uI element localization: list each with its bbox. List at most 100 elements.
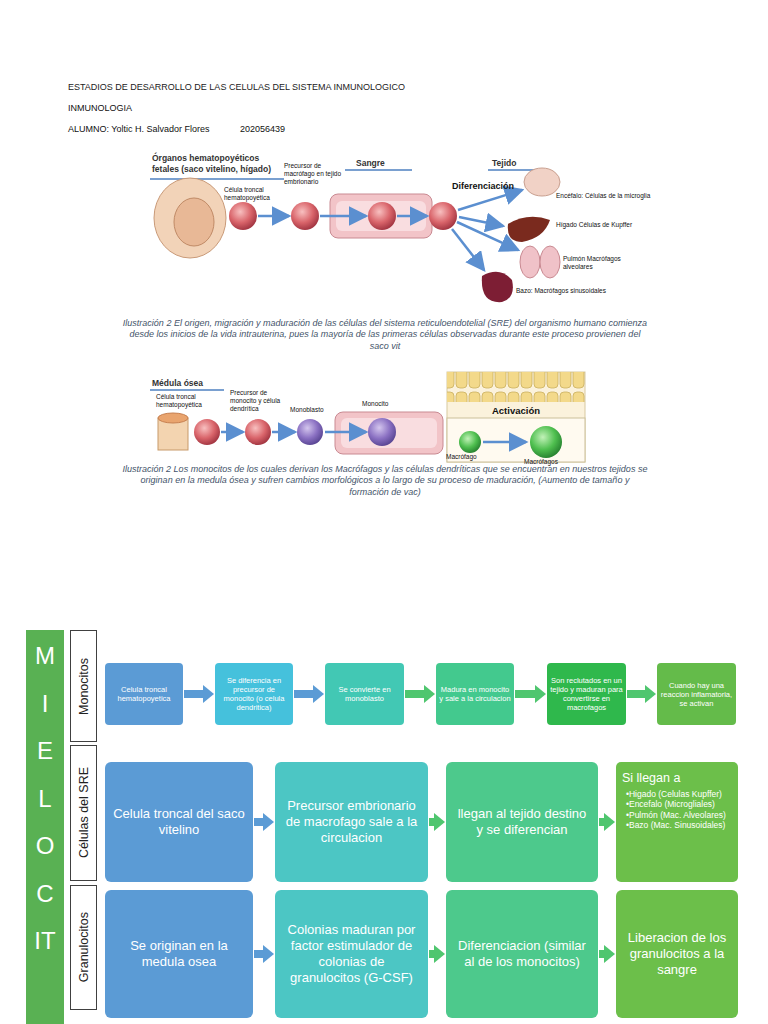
header-rule (150, 389, 224, 391)
brain (524, 168, 560, 196)
process-box: Se convierte en monoblasto (325, 663, 404, 725)
header-rule (345, 169, 412, 171)
liver (508, 217, 550, 242)
process-box: Celula troncal del saco vitelino (105, 762, 253, 882)
spleen (482, 272, 513, 302)
page-title: ESTADIOS DE DESARROLLO DE LAS CELULAS DE… (68, 82, 588, 93)
circulating-cell (368, 202, 396, 230)
block-arrow (294, 690, 313, 698)
text-label: Ilustración 2 Los monocitos de los cuale… (120, 464, 650, 498)
text-label: Encéfalo: Células de la microglia (556, 192, 651, 200)
node-text: Colonias maduran por factor estimulador … (283, 922, 420, 985)
flow-arrow (458, 190, 522, 210)
monocyte-cell (368, 418, 396, 446)
block-arrow (254, 818, 263, 826)
text-label: Hígado Células de Kupffer (556, 221, 636, 229)
process-box: Madura en monocito y sale a la circulaci… (436, 663, 514, 725)
stem-cell (229, 202, 257, 230)
block-arrow (405, 690, 424, 698)
process-box: Celula troncal hematopoyetica (105, 663, 183, 725)
text-label: Macrófago (446, 453, 496, 461)
block-arrow (599, 818, 604, 826)
bone-marrow (158, 413, 188, 423)
text-label: Órganos hematopoyéticos fetales (saco vi… (152, 153, 287, 174)
text-label: ALUMNO: Yoltic H. Salvador Flores (68, 124, 268, 135)
embryo-body (174, 198, 214, 246)
header-rule (150, 178, 284, 180)
flow-arrow (320, 215, 366, 218)
block-arrow (429, 818, 434, 826)
process-box: Se originan en la medula osea (105, 890, 253, 1018)
node-text: Diferenciacion (similar al de los monoci… (454, 938, 590, 970)
node-text: Se diferencia en precursor de monocito (… (218, 676, 290, 712)
text-label: Célula troncal hematopoyética (156, 393, 218, 409)
flow-arrow (272, 431, 295, 434)
flow-arrow (258, 215, 289, 218)
row-label-box: Monocitos (70, 630, 97, 742)
stem-cell (194, 419, 220, 445)
process-box: Cuando hay una reaccion inflamatoria, se… (657, 663, 736, 725)
text-label: Monoblasto (290, 406, 342, 414)
node-text: Celula troncal del saco vitelino (113, 806, 245, 838)
text-label: Bazo: Macrófagos sinusoidales (516, 287, 621, 295)
text-label: Ilustración 2 El origen, migración y mad… (120, 318, 650, 352)
text-label: Médula ósea (152, 378, 227, 389)
flow-arrow (483, 441, 526, 444)
precursor-cell (245, 419, 271, 445)
node-text: Monocitos (77, 658, 91, 715)
text-label: Sangre (356, 158, 412, 169)
text-label: Célula troncal hematopoyética (224, 186, 292, 202)
text-label: Diferenciación (452, 181, 542, 192)
tissue-cell (429, 202, 457, 230)
process-box: Diferenciacion (similar al de los monoci… (446, 890, 598, 1018)
lung (540, 246, 560, 278)
node-text: Celula troncal hematopoyetica (108, 685, 180, 703)
tissue-inner (447, 418, 585, 462)
block-arrow (184, 690, 203, 698)
process-box: Liberacion de los granulocitos a la sang… (616, 890, 738, 1018)
node-text: •Bazo (Mac. Sinusoidales) (622, 820, 732, 830)
node-text: Se convierte en monoblasto (328, 685, 401, 703)
node-text: Madura en monocito y sale a la circulaci… (439, 685, 511, 703)
activated-macrophage-cell (530, 426, 562, 458)
row-label-box: Granulocitos (70, 885, 97, 1010)
text-label: Activación (466, 405, 566, 417)
node-text: MIELOCIT (34, 632, 56, 965)
precursor-cell (291, 202, 319, 230)
node-text: Cuando hay una reaccion inflamatoria, se… (660, 681, 733, 708)
process-box: Si llegan a •Higado (Celulas Kupffer)•Enc… (616, 762, 738, 882)
lung (520, 246, 540, 278)
macrophage-cell (459, 431, 481, 453)
block-arrow (515, 690, 535, 698)
node-text: Se originan en la medula osea (113, 938, 245, 970)
text-label: Precursor de monocito y célula dendrític… (230, 389, 294, 413)
flow-arrow (325, 431, 366, 434)
node-text: Células del SRE (77, 767, 91, 858)
vertical-band: MIELOCIT (26, 630, 64, 1024)
node-text: •Encefalo (Microgliales) (622, 799, 732, 809)
node-text: Son reclutados en un tejido y maduran pa… (550, 676, 623, 712)
text-label: Monocito (362, 400, 412, 408)
node-text: Granulocitos (77, 912, 91, 982)
process-box: Colonias maduran por factor estimulador … (275, 890, 428, 1018)
block-arrow (599, 950, 604, 958)
process-box: Precursor embrionario de macrofago sale … (275, 762, 428, 882)
text-label: Pulmón Macrófagos alveolares (563, 255, 635, 271)
flow-arrow (221, 431, 243, 434)
monoblast-cell (297, 419, 323, 445)
text-label: Tejido (492, 158, 542, 169)
tissue-panel (447, 372, 585, 462)
text-label: Precursor de macrófago en tejido embrion… (284, 162, 348, 186)
block-arrow (254, 950, 263, 958)
epithelium (447, 372, 585, 402)
process-box: Se diferencia en precursor de monocito (… (215, 663, 293, 725)
flow-arrow (452, 229, 484, 270)
node-text: Si llegan a (622, 770, 732, 786)
node-text: Precursor embrionario de macrofago sale … (283, 798, 420, 846)
node-text: •Higado (Celulas Kupffer) (622, 789, 732, 799)
embryo (154, 178, 226, 258)
block-arrow (429, 950, 434, 958)
process-box: Son reclutados en un tejido y maduran pa… (547, 663, 626, 725)
text-label: 202056439 (240, 124, 340, 135)
